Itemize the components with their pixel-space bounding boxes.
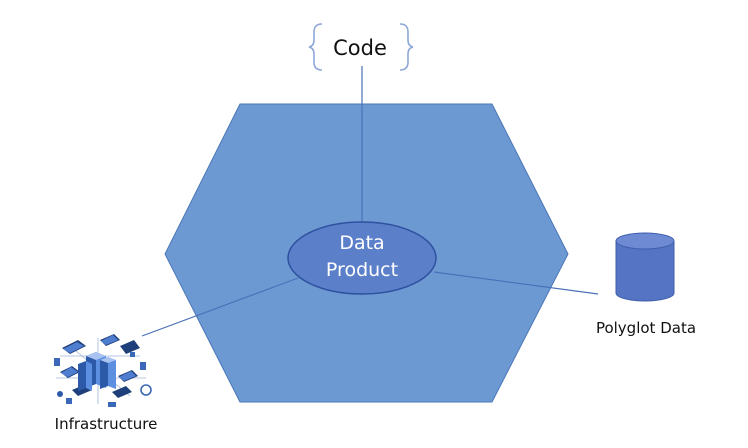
data-product-label-line1: Data bbox=[339, 232, 385, 254]
data-product-label-line2: Product bbox=[325, 259, 399, 281]
infrastructure-label: Infrastructure bbox=[54, 415, 158, 433]
infrastructure-isometric-icon bbox=[54, 334, 152, 407]
polyglot-data-label: Polyglot Data bbox=[595, 319, 697, 337]
data-product-ellipse bbox=[287, 221, 437, 295]
data-product-label: Data Product bbox=[288, 230, 436, 284]
polyglot-connector-line bbox=[433, 271, 599, 295]
left-brace-icon bbox=[308, 23, 323, 71]
database-cylinder-icon bbox=[615, 232, 675, 302]
right-brace-icon bbox=[399, 23, 414, 71]
code-label: Code bbox=[333, 36, 387, 60]
infrastructure-connector-line bbox=[141, 277, 299, 337]
